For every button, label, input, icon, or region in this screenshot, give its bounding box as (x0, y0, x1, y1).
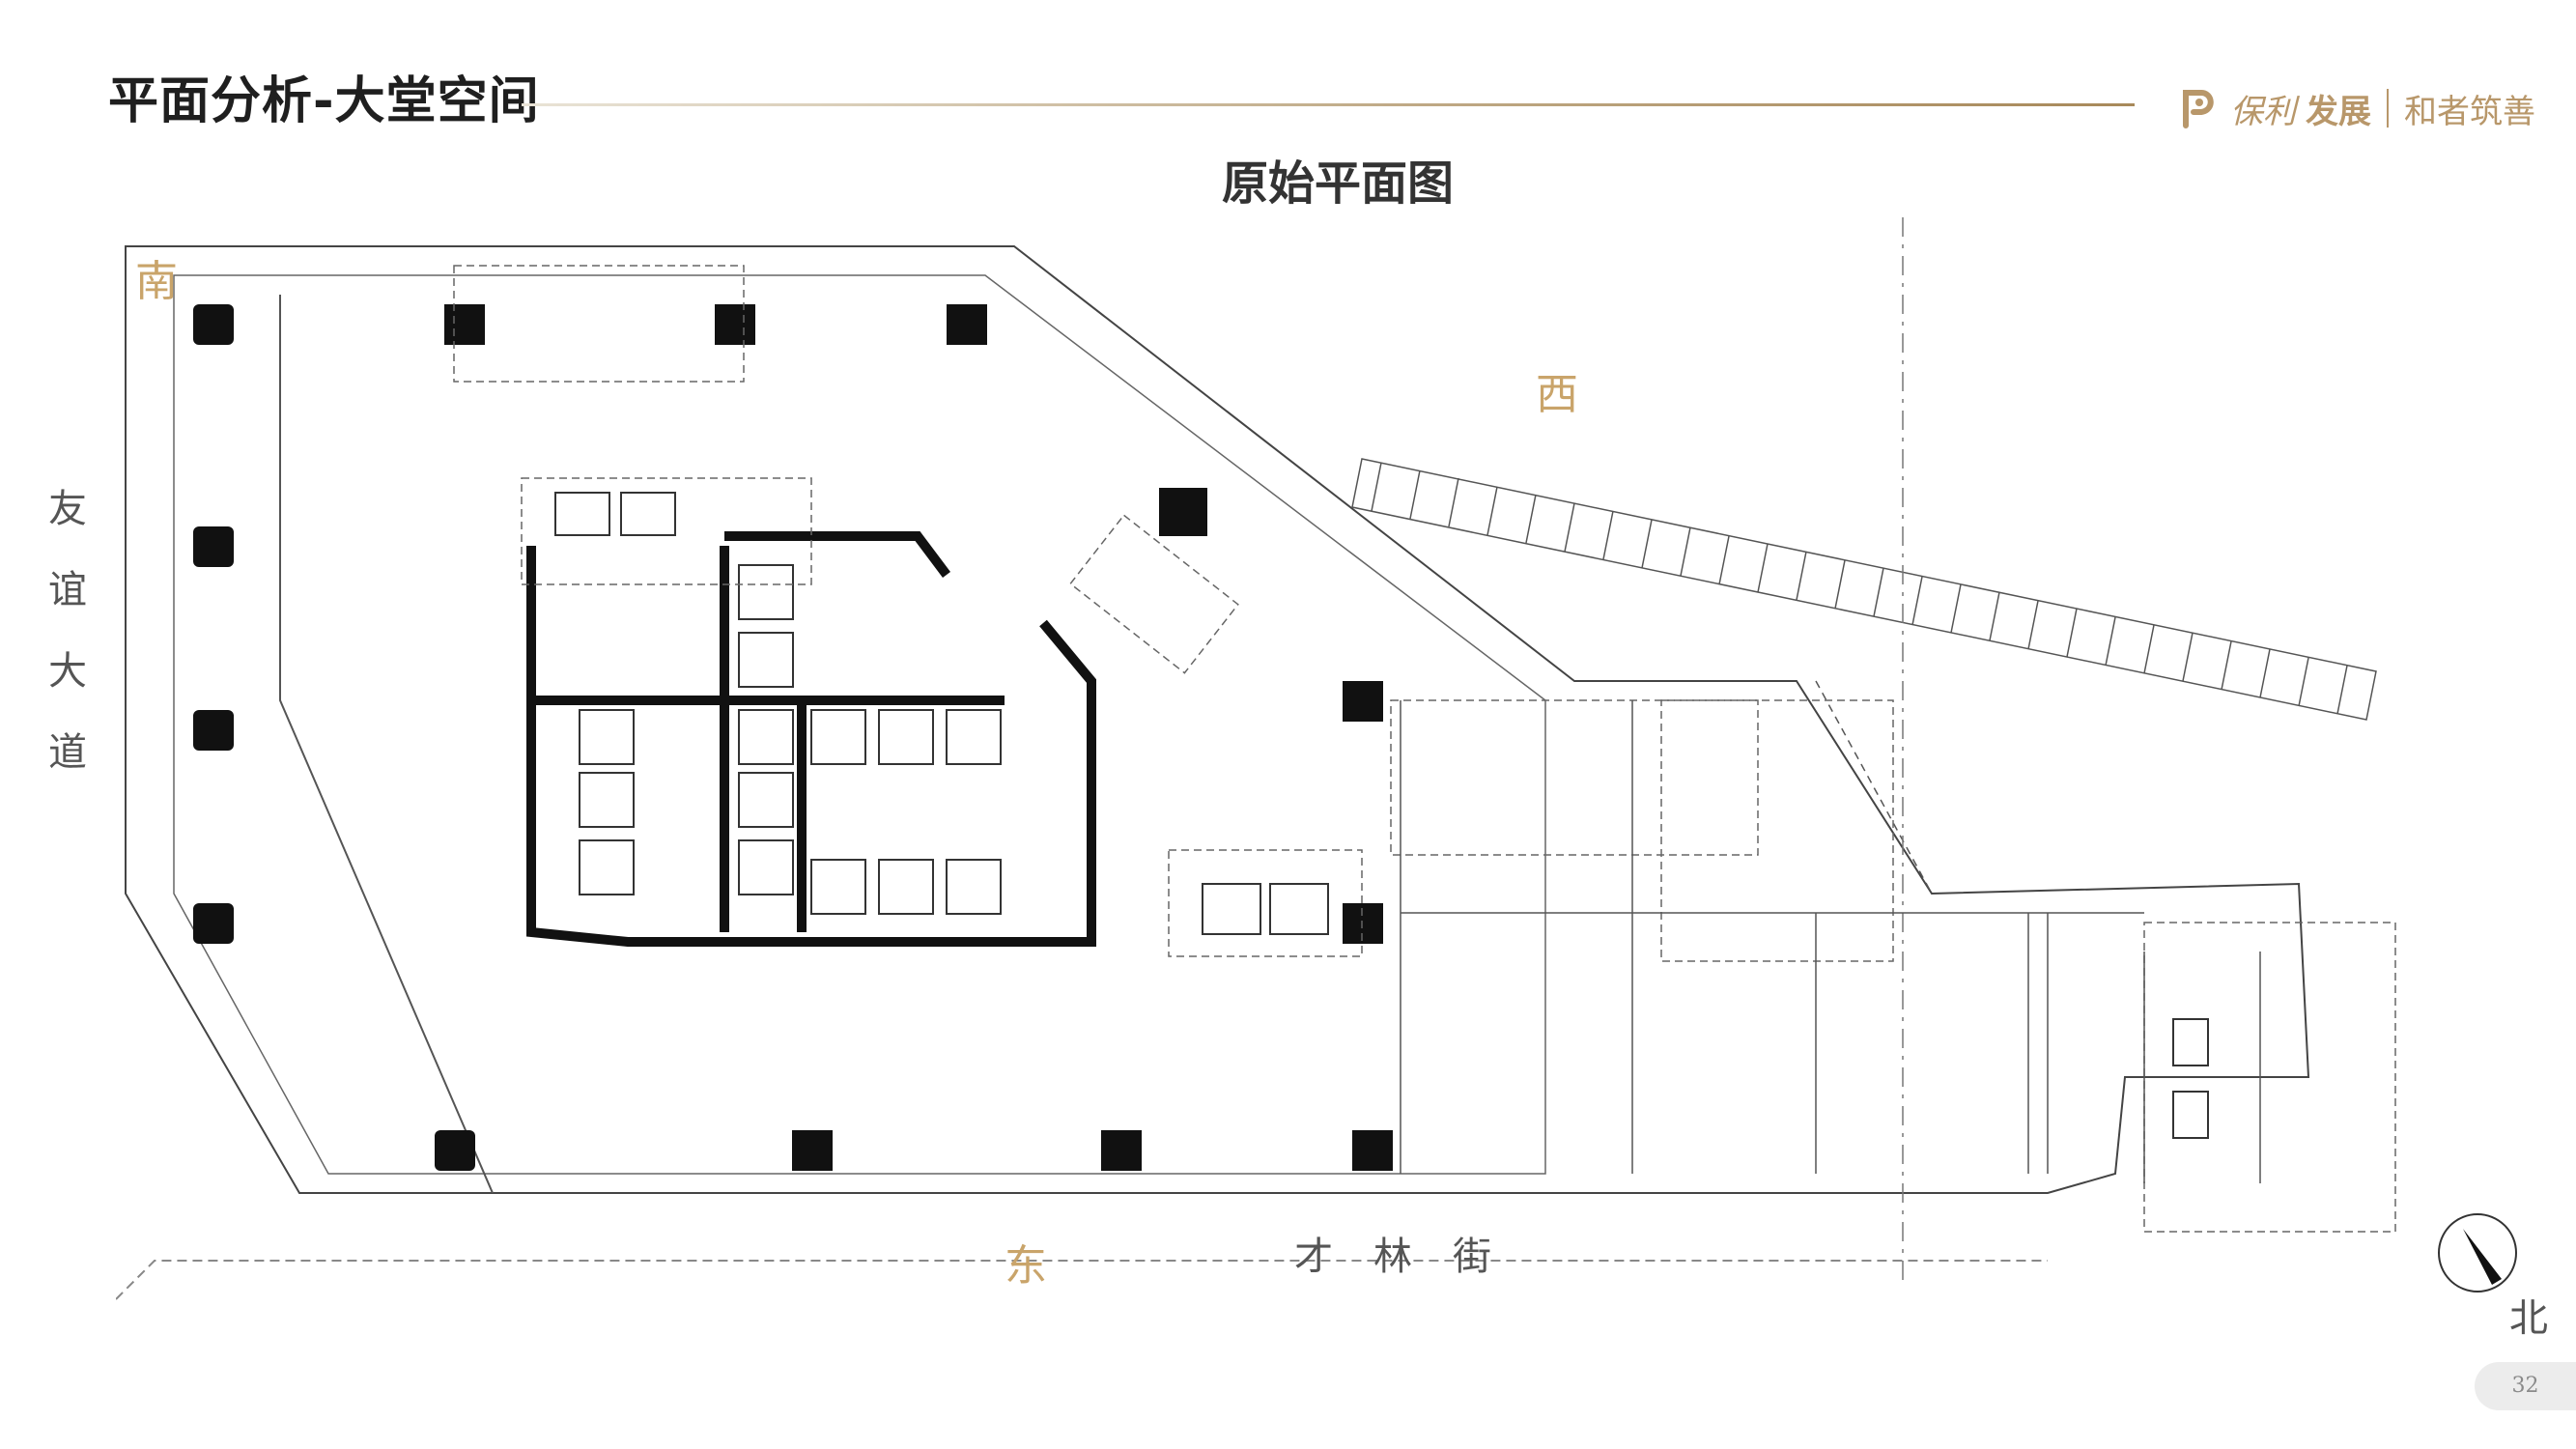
site-outline (116, 245, 2310, 1300)
page-number: 32 (2475, 1362, 2576, 1410)
slide-title: 平面分析-大堂空间 (108, 72, 540, 130)
dashed-zones (453, 265, 2396, 1233)
north-compass-icon (2438, 1213, 2517, 1293)
diagram-title: 原始平面图 (1221, 156, 1454, 211)
direction-north: 北 (2509, 1296, 2548, 1341)
brand-name: 保利 (2230, 92, 2296, 131)
direction-west: 西 (1536, 370, 1578, 419)
core-walls (526, 531, 1096, 947)
brand-sub: 发展 (2306, 92, 2371, 131)
direction-south: 南 (135, 257, 178, 306)
street-label-youyi-avenue: 友谊大道 (42, 488, 86, 812)
header-rule (522, 103, 2135, 106)
brand-logo-icon (2183, 90, 2214, 128)
brand-block: 保利 发展 和者筑善 (2178, 79, 2535, 137)
direction-east: 东 (1005, 1241, 1047, 1291)
floor-plan-drawing (116, 217, 2396, 1300)
street-label-cailin-street: 才林街 (1294, 1235, 1532, 1279)
right-wing-walls (1400, 700, 2261, 1183)
elevator-shafts (554, 492, 2209, 1139)
structural-columns (193, 304, 1393, 1171)
escalator-hatch (1351, 217, 2377, 1280)
brand-separator (2387, 89, 2389, 128)
brand-slogan: 和者筑善 (2404, 92, 2535, 131)
